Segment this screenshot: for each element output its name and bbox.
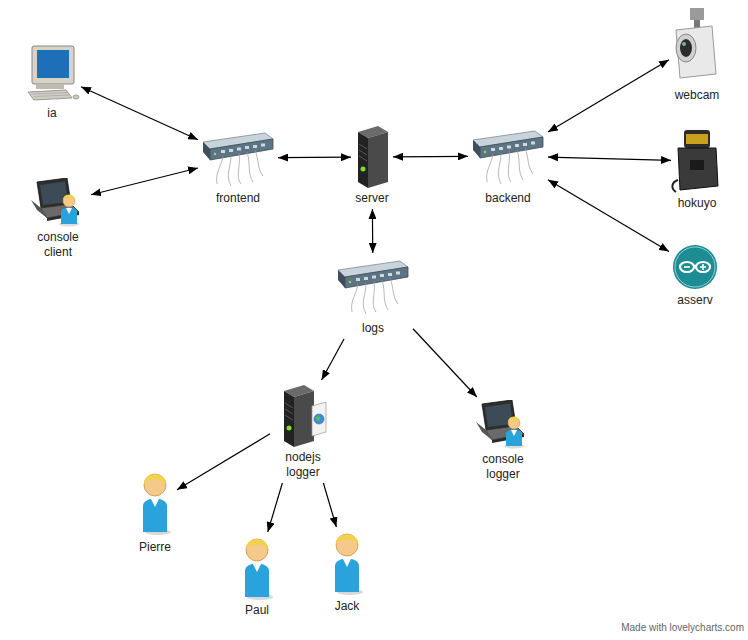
network-node: hokuyo [667,130,727,211]
network-node: asserv [665,244,725,308]
node-label: frontend [216,191,260,206]
network-node: frontend [201,128,275,206]
node-label: Jack [335,599,360,614]
network-node: server [342,124,402,206]
network-node: logs [336,256,410,336]
connector-arrow [393,156,468,158]
network-node: console client [28,178,88,260]
webcam-icon [676,8,716,78]
laptop-icon [31,178,79,227]
arduino-icon [673,245,717,289]
person-icon [143,474,171,535]
watermark: Made with lovelycharts.com [621,622,744,633]
network-node: Paul [227,535,287,618]
switch-icon [338,261,408,314]
node-label: console logger [473,452,533,482]
node-label: nodejs logger [273,450,333,480]
laptop-icon [476,400,524,449]
connector-arrow [322,339,344,380]
node-label: hokuyo [678,196,717,211]
person-icon [245,539,273,600]
connector-arrow [81,87,198,140]
node-label: console client [28,230,88,260]
connector-arrow [548,157,671,160]
web-page-icon [312,402,326,436]
node-label: Paul [245,603,269,618]
connector-arrow [323,483,336,527]
connector-arrow [372,209,374,253]
network-node: Pierre [125,470,185,555]
desktop-icon [28,46,79,100]
node-label: logs [362,321,384,336]
connector-arrow [413,329,477,397]
connector-arrow [177,434,270,490]
node-label: backend [485,191,530,206]
switch-icon [203,133,273,186]
node-label: server [355,191,388,206]
network-node: console logger [473,400,533,482]
node-label: Pierre [139,540,171,555]
network-node: Jack [317,530,377,614]
network-node: backend [471,126,545,206]
network-node: webcam [667,8,727,103]
person-icon [335,534,363,595]
server-icon [284,385,314,447]
connector-arrow [548,60,669,132]
connector-arrow [548,180,669,252]
node-label: ia [47,106,56,121]
node-label: webcam [675,88,720,103]
connector-arrow [278,157,351,159]
connector-arrow [268,483,283,532]
switch-icon [473,131,543,184]
connector-arrow [91,168,198,195]
lidar-icon [672,130,718,192]
node-label: asserv [677,293,712,308]
network-node: nodejs logger [273,383,333,480]
network-node: ia [22,46,82,121]
server-icon [358,126,388,188]
